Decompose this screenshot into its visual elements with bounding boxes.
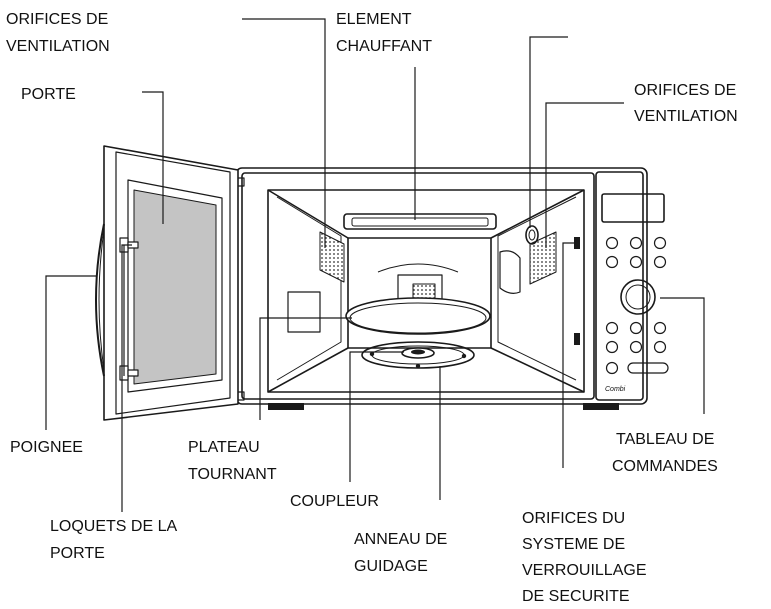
oven-cavity bbox=[267, 189, 585, 393]
door bbox=[103, 145, 239, 421]
label-heating-element: ELEMENT CHAUFFANT bbox=[336, 11, 432, 55]
guide-ring bbox=[361, 341, 475, 369]
turntable bbox=[345, 297, 491, 335]
label-control-panel: TABLEAU DE COMMANDES bbox=[612, 431, 719, 475]
control-panel bbox=[595, 171, 669, 401]
interlock-holes bbox=[574, 237, 580, 345]
label-door: PORTE bbox=[21, 86, 76, 103]
label-interlock-holes: ORIFICES DU SYSTEME DE VERROUILLAGE DE S… bbox=[522, 510, 651, 605]
coupler bbox=[401, 347, 435, 359]
label-guide-ring: ANNEAU DE GUIDAGE bbox=[354, 531, 452, 575]
leader-lines bbox=[45, 18, 705, 512]
panel-brand: Combi bbox=[605, 386, 626, 393]
door-handle bbox=[95, 223, 105, 377]
right-wall-vents bbox=[499, 225, 557, 294]
microwave-illustration bbox=[95, 145, 669, 421]
heating-element bbox=[343, 213, 497, 230]
feet bbox=[268, 403, 619, 410]
label-door-latches: LOQUETS DE LA PORTE bbox=[50, 518, 181, 562]
hinges bbox=[234, 177, 245, 401]
label-coupler: COUPLEUR bbox=[290, 493, 379, 510]
label-vent-right: ORIFICES DE VENTILATION bbox=[634, 82, 741, 125]
label-turntable: PLATEAU TOURNANT bbox=[188, 439, 277, 483]
left-wall-vents bbox=[287, 231, 345, 333]
label-handle: POIGNEE bbox=[10, 439, 83, 456]
label-vent-left: ORIFICES DE VENTILATION bbox=[6, 11, 113, 55]
